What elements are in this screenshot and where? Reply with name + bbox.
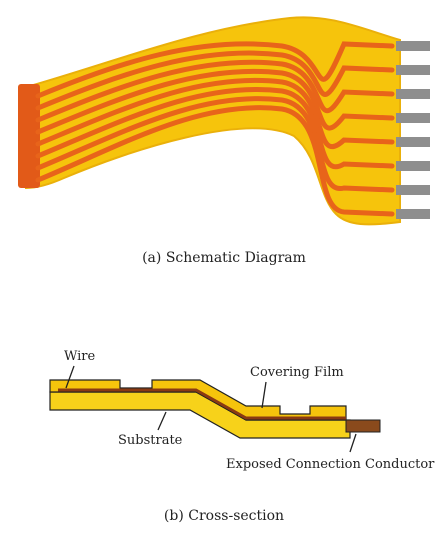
- caption-cross-section: (b) Cross-section: [163, 508, 285, 524]
- conductor-trace: [35, 68, 395, 135]
- label-substrate: Substrate: [118, 433, 183, 448]
- substrate-leader-line: [157, 411, 167, 431]
- label-covering-film: Covering Film: [250, 365, 344, 380]
- connector-pin: [396, 65, 430, 75]
- covering-film-leader-line: [261, 381, 267, 409]
- caption-schematic-diagram: (a) Schematic Diagram: [142, 250, 306, 266]
- wire-leader-line: [65, 365, 75, 389]
- conductor-trace: [35, 86, 395, 170]
- connector-pins: [396, 41, 430, 219]
- exposed-connection-conductor: [345, 419, 381, 433]
- connector-pin: [396, 137, 430, 147]
- connector-pin: [396, 161, 430, 171]
- connector-pin: [396, 89, 430, 99]
- conductor-trace: [35, 59, 395, 123]
- connector-pin: [396, 185, 430, 195]
- conductor-trace: [35, 41, 395, 99]
- conductor-trace: [35, 96, 395, 193]
- left-terminal-block: [18, 84, 40, 188]
- connector-pin: [396, 209, 430, 219]
- wire-conductor: [58, 388, 346, 420]
- label-wire: Wire: [64, 349, 96, 364]
- conductor-trace: [35, 50, 395, 111]
- connector-pin: [396, 113, 430, 123]
- connector-pin: [396, 41, 430, 51]
- conductor-trace: [35, 77, 395, 150]
- conductor-traces: [35, 41, 395, 217]
- conductor-trace: [35, 105, 395, 217]
- exposed-conductor-leader-line: [349, 433, 357, 453]
- label-exposed-connection-conductor: Exposed Connection Conductor: [226, 457, 435, 472]
